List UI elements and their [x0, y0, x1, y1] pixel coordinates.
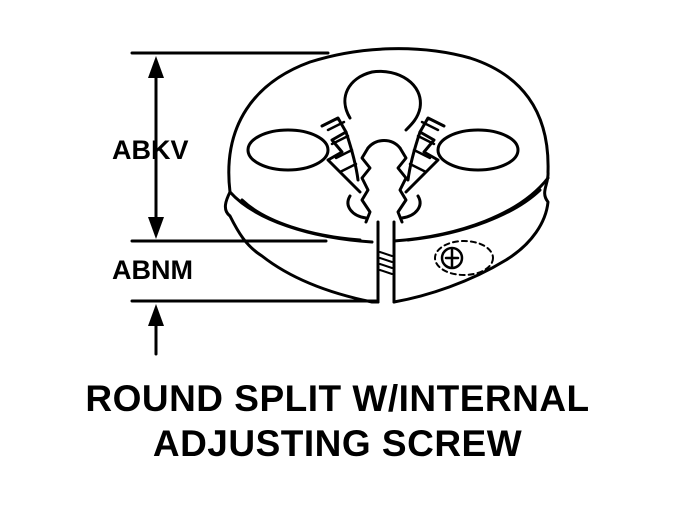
right-land-edge: [406, 130, 422, 182]
adjusting-screw-head: [434, 240, 494, 276]
screw-head: [440, 246, 464, 270]
center-bore-top: [366, 139, 402, 150]
die-body: [223, 47, 550, 304]
dimension-label-top: ABKV: [112, 135, 189, 165]
left-thread-teeth: [326, 120, 358, 174]
die-inner-chamfer-left: [240, 198, 362, 242]
top-chip-lobe: [343, 69, 422, 132]
die-side-left: [223, 190, 380, 304]
die-inner-chamfer-right: [406, 188, 542, 242]
left-chip-hole: [246, 128, 330, 172]
left-land-edge: [344, 130, 360, 182]
top-arrowhead-down: [148, 217, 164, 239]
center-bore-bottom-left: [346, 194, 368, 220]
die-thread-chamber: [246, 69, 520, 224]
dimension-lines: [130, 51, 378, 356]
center-bore-right: [396, 146, 408, 224]
dimension-label-bottom: ABNM: [112, 255, 193, 285]
caption-line-1: ROUND SPLIT W/INTERNAL: [85, 378, 590, 419]
center-bore-bottom-right: [400, 194, 422, 220]
die-top-face-outline: [227, 47, 550, 194]
center-bore-left: [360, 146, 372, 224]
die-side-right: [392, 170, 550, 304]
caption-line-2: ADJUSTING SCREW: [152, 423, 523, 464]
bottom-arrowhead-up: [148, 304, 164, 326]
right-thread-teeth: [408, 120, 440, 174]
adjusting-screw-spring: [379, 251, 393, 275]
screw-dashed-outline: [434, 240, 494, 276]
split-slot: [376, 220, 396, 304]
die-top-face-front-edge: [228, 190, 374, 244]
top-arrowhead-up: [148, 56, 164, 78]
right-chip-hole: [436, 128, 520, 172]
